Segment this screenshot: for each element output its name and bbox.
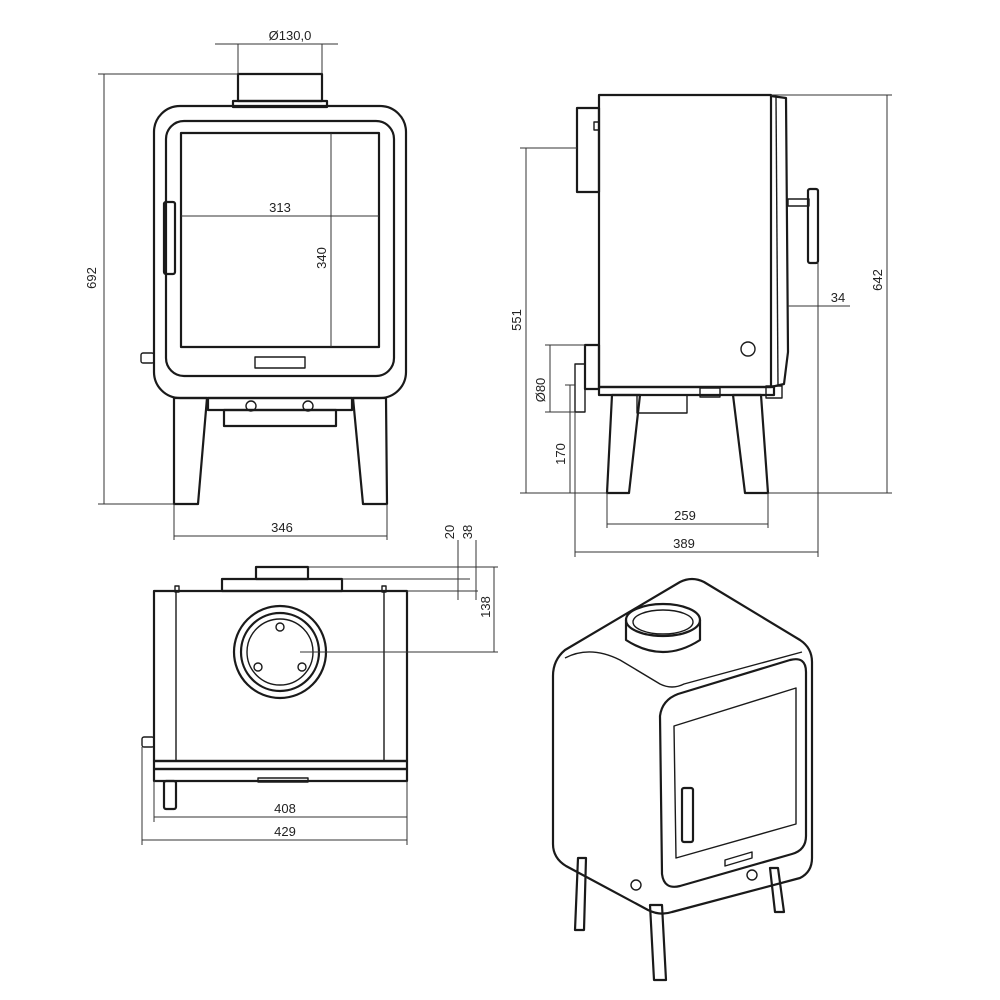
front-dimensions: Ø130,0 692 313 340 346 [84, 28, 388, 540]
front-bolt-right [302, 400, 314, 412]
dim-glass-width: 313 [269, 200, 291, 215]
top-front-lip [152, 759, 409, 771]
iso-leg-front [648, 903, 668, 982]
dim-front-height: 692 [84, 267, 99, 289]
side-view [574, 93, 820, 495]
front-ash-tray [222, 408, 338, 428]
top-dimensions: 20 38 138 408 429 [141, 525, 498, 845]
dim-38: 38 [460, 525, 475, 539]
front-leg-left [172, 396, 209, 506]
dim-20: 20 [442, 525, 457, 539]
top-rear-flue-cap [254, 565, 310, 581]
iso-collar-body [624, 618, 702, 654]
top-pin-left [174, 585, 180, 593]
dim-side-height: 642 [870, 269, 885, 291]
side-air-knob [740, 341, 756, 357]
top-handle [162, 779, 178, 811]
top-body [152, 589, 409, 763]
iso-collar-inner [632, 609, 694, 635]
front-ash-lip [206, 396, 354, 412]
side-door-line [775, 96, 779, 386]
dim-side-depth: 389 [673, 536, 695, 551]
side-air-inlet-pipe [574, 363, 586, 413]
top-door [152, 767, 409, 783]
dim-top-width-inner: 408 [274, 801, 296, 816]
top-rear-flue [220, 577, 344, 593]
side-air-inlet [583, 343, 601, 391]
iso-leg-back-right [768, 866, 786, 914]
dim-side-leg-span: 259 [674, 508, 696, 523]
top-air-knob [141, 736, 155, 748]
front-brand-badge-text: MORSO [265, 359, 295, 368]
iso-glass [673, 687, 797, 859]
front-brand-badge [254, 356, 306, 369]
front-door-handle [162, 200, 177, 276]
dim-glass-height: 340 [314, 247, 329, 269]
dim-flue-diameter: Ø130,0 [269, 28, 312, 43]
dim-flue-height: 551 [509, 309, 524, 331]
front-glass [179, 131, 381, 349]
dim-air-inlet: Ø80 [533, 378, 548, 403]
top-pin-right [381, 585, 387, 593]
side-dimensions: 642 551 Ø80 170 34 259 389 [509, 94, 892, 557]
front-flue-collar [236, 72, 324, 103]
front-bolt-left [245, 400, 257, 412]
dim-top-width-outer: 429 [274, 824, 296, 839]
dim-inlet-height: 170 [553, 443, 568, 465]
iso-front-knob [746, 869, 758, 881]
side-front-knob [765, 385, 783, 399]
iso-top-edge [564, 651, 803, 688]
iso-body [551, 577, 814, 915]
front-leg-right [351, 396, 389, 506]
iso-badge [724, 851, 753, 867]
dim-138: 138 [478, 596, 493, 618]
iso-handle [680, 786, 695, 844]
dim-handle-offset: 34 [831, 290, 845, 305]
side-door-frame [769, 94, 790, 389]
front-air-knob [140, 352, 155, 364]
iso-air-knob [630, 879, 642, 891]
side-tray-handle [699, 387, 721, 398]
side-handle-grip [806, 187, 820, 265]
top-view [141, 565, 409, 811]
dim-front-leg-span: 346 [271, 520, 293, 535]
top-flue-lug-right [297, 662, 307, 672]
side-leg-front [731, 393, 770, 495]
side-handle-arm [787, 198, 810, 207]
front-door-frame [164, 119, 396, 378]
iso-view [551, 577, 814, 982]
iso-door-frame [658, 658, 808, 888]
front-view: MORSO [140, 72, 408, 506]
side-leg-rear [605, 393, 642, 495]
front-body [152, 104, 408, 400]
top-badge [257, 777, 309, 783]
top-flue-lug-left [253, 662, 263, 672]
side-bottom-plate [597, 385, 776, 397]
side-ash-tray [636, 394, 688, 414]
side-rear-flue [575, 106, 601, 194]
top-flue-lug-top [275, 622, 285, 632]
iso-leg-back-left [573, 856, 588, 932]
iso-collar-top [624, 602, 702, 638]
